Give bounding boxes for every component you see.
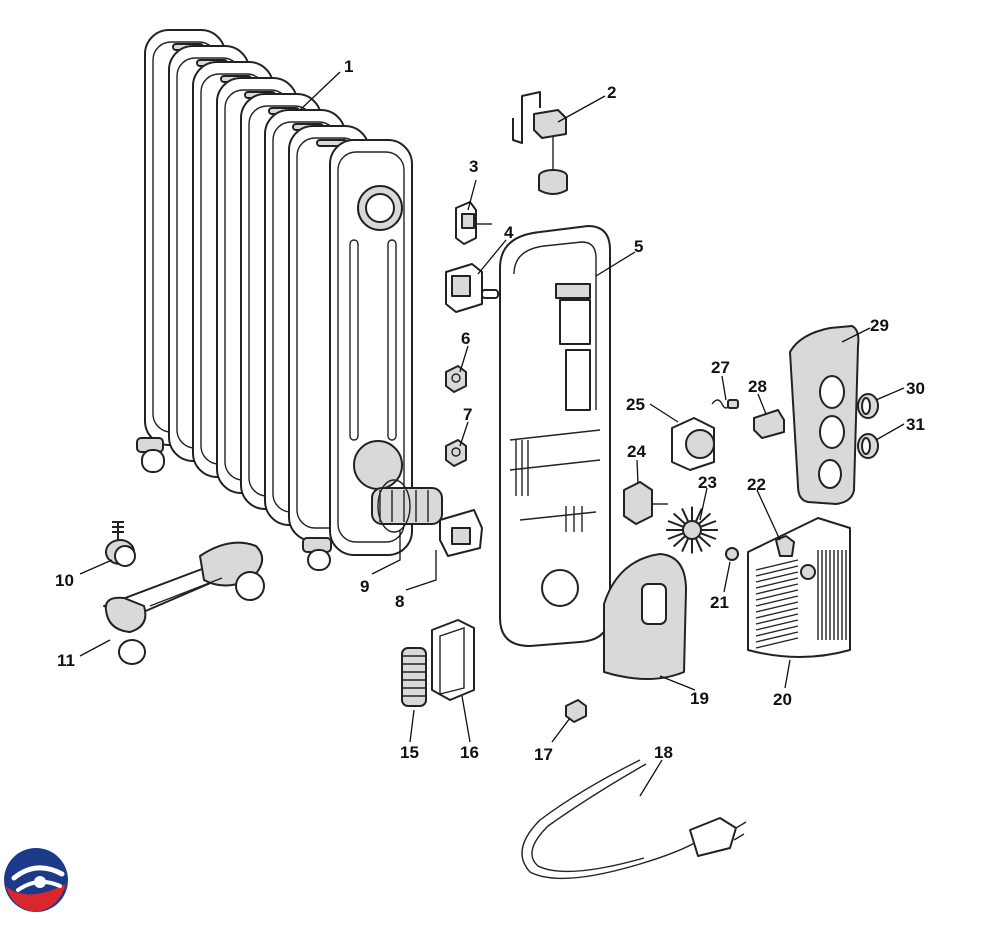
- control-housing: [499, 225, 611, 647]
- part-number-23: 23: [698, 473, 717, 492]
- cable-clip-7: [445, 439, 467, 467]
- part-number-4: 4: [504, 223, 514, 242]
- fan-nut: [725, 547, 739, 561]
- part-number-24: 24: [627, 442, 646, 461]
- heating-element: [371, 487, 483, 557]
- spring: [711, 399, 739, 409]
- thermostat: [455, 201, 492, 245]
- part-number-labels: 1 2 3 4 5 6 7 8 9 10 11 15 16 17 18 19 2…: [55, 57, 925, 764]
- slider-key: [753, 409, 785, 439]
- small-clip: [565, 699, 587, 723]
- caster-wheel: [105, 521, 136, 567]
- part-number-21: 21: [710, 593, 729, 612]
- part-number-6: 6: [461, 329, 470, 348]
- part-number-7: 7: [463, 405, 472, 424]
- part-number-17: 17: [534, 745, 553, 764]
- part-number-15: 15: [400, 743, 419, 762]
- power-switch: [445, 263, 499, 313]
- feet-base: [103, 541, 265, 665]
- part-number-11: 11: [57, 651, 75, 670]
- brand-logo-icon: [4, 848, 68, 912]
- knob-assembly: [671, 417, 715, 471]
- part-number-20: 20: [773, 690, 792, 709]
- knob-30: [857, 393, 879, 419]
- tilt-switch-bracket: [512, 91, 568, 195]
- part-number-5: 5: [634, 237, 643, 256]
- fan-impeller: [666, 506, 718, 554]
- spring-filter: [401, 647, 427, 707]
- part-number-25: 25: [626, 395, 645, 414]
- part-number-10: 10: [55, 571, 74, 590]
- fan-grille: [747, 517, 851, 658]
- leader-lines: [79, 71, 905, 797]
- part-number-8: 8: [395, 592, 404, 611]
- part-number-28: 28: [748, 377, 767, 396]
- fan-cover: [603, 553, 687, 680]
- knob-31: [857, 433, 879, 459]
- radiator-body: [136, 29, 413, 571]
- power-cord: [521, 759, 747, 880]
- front-control-panel: [789, 325, 860, 505]
- part-number-18: 18: [654, 743, 673, 762]
- filter-cover: [431, 619, 475, 701]
- fan-motor: [623, 481, 668, 525]
- part-number-9: 9: [360, 577, 369, 596]
- part-number-27: 27: [711, 358, 730, 377]
- part-number-1: 1: [344, 57, 353, 76]
- part-number-16: 16: [460, 743, 479, 762]
- part-number-29: 29: [870, 316, 889, 335]
- part-number-19: 19: [690, 689, 709, 708]
- part-number-31: 31: [906, 415, 925, 434]
- sealing-gasket: [377, 479, 411, 533]
- cable-clip-6: [445, 365, 467, 393]
- part-number-3: 3: [469, 157, 478, 176]
- part-number-30: 30: [906, 379, 925, 398]
- part-number-2: 2: [607, 83, 616, 102]
- part-number-22: 22: [747, 475, 766, 494]
- indicator-lamp: [775, 535, 795, 557]
